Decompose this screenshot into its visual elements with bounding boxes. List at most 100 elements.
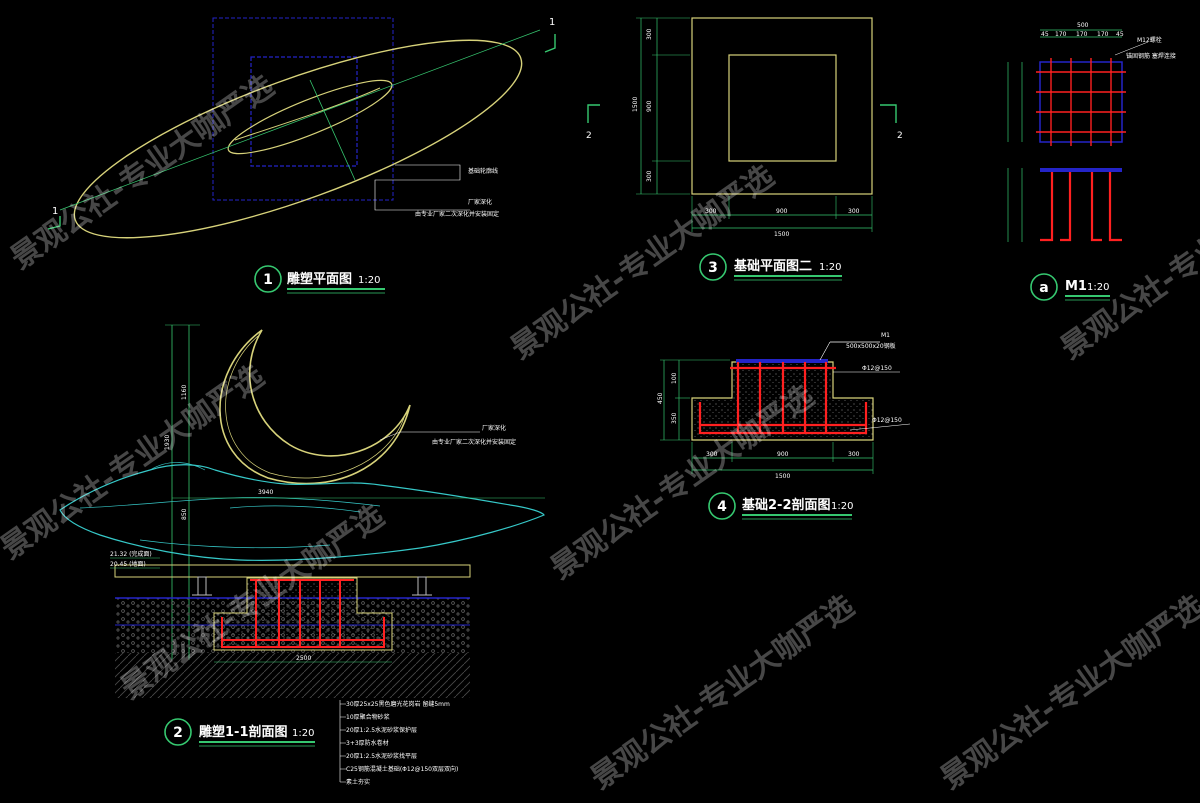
- dima-leader: [1114, 41, 1149, 56]
- section-rebars: [698, 362, 868, 435]
- drawing-2-number: 2: [173, 725, 183, 741]
- section-mark-2-right: [880, 104, 897, 123]
- dima-top: 500: [1077, 22, 1089, 29]
- crescent-moon: [219, 329, 411, 485]
- watermark-text: 景观公社-专业大咖严选: [5, 69, 281, 277]
- drawing-3-title: 基础平面图二: [733, 258, 812, 274]
- dim2-h3: 850: [181, 508, 188, 520]
- soil-layer: [115, 653, 470, 698]
- dim4-mid: 900: [777, 451, 789, 458]
- dim4-right: 300: [848, 451, 860, 458]
- d2-note-vendor: 厂家深化: [482, 424, 506, 432]
- watermark-text: 景观公社-专业大咖严选: [935, 589, 1200, 797]
- dim3-b-right: 300: [848, 208, 860, 215]
- cloud-detail-1: [79, 497, 381, 509]
- drawing-2-number-circle: [164, 718, 192, 746]
- elev-1: 21.32 (完成面): [110, 550, 152, 558]
- dim2-base: 2500: [296, 655, 311, 662]
- d4-leader-3: [849, 423, 911, 431]
- d2-note-install: 由专业厂家二次深化并安装固定: [432, 438, 516, 446]
- section-mark-2-label-r: 2: [897, 131, 903, 141]
- d4-note-rebar-2: Φ12@150: [872, 417, 902, 424]
- plan-note-vendor: 厂家深化: [468, 198, 492, 206]
- drawing-1-scale: 1:20: [358, 275, 380, 286]
- plan-inner-square: [250, 56, 358, 167]
- watermark-text: 景观公社-专业大咖严选: [0, 359, 271, 567]
- dim3-v-bot: 300: [646, 170, 653, 182]
- layer-note: 素土夯实: [346, 778, 370, 786]
- drawing-a-scale: 1:20: [1087, 282, 1109, 293]
- cloud-detail-4: [139, 539, 331, 549]
- drawing-1-number: 1: [263, 272, 273, 288]
- drawing-1-title: 雕塑平面图: [287, 271, 352, 287]
- dim2-width: 3940: [258, 489, 273, 496]
- drawing-4-scale: 1:20: [831, 501, 853, 512]
- dim3-v-mid: 900: [646, 100, 653, 112]
- layer-note: 30厚25x25黑色磨光花岗岩 留缝5mm: [346, 700, 450, 708]
- dim4-h3: 450: [657, 392, 664, 404]
- dim4-h2: 350: [671, 412, 678, 424]
- layer-note: 10厚聚合物砂浆: [346, 713, 390, 721]
- drawing-a-number-circle: [1030, 273, 1058, 301]
- foundation-inner: [728, 54, 837, 162]
- dim4-h1: 100: [671, 372, 678, 384]
- plan-leader: [374, 164, 470, 211]
- drawing-a-title: M1: [1065, 279, 1087, 294]
- cloud-detail-3: [229, 505, 361, 513]
- section-mark-1-left: [47, 216, 61, 230]
- section-mark-1-label-l: 1: [52, 206, 58, 217]
- da-note-bolt: M12螺栓: [1137, 36, 1162, 44]
- drawing-2-sculpture-section: 1160 1930 850 3940 厂家深化 由专业厂家二次深化并安装固定: [59, 324, 545, 786]
- drawing-4-foundation-section: 100 350 450 300 900 300 1500 M1 500x500x…: [657, 332, 911, 520]
- drawing-2-title: 雕塑1-1剖面图: [199, 724, 288, 740]
- crescent-moon-inner: [225, 335, 406, 479]
- plan-outer-ellipse: [73, 39, 523, 239]
- drawing-3-number: 3: [708, 260, 718, 276]
- drawing-4-number: 4: [717, 499, 727, 515]
- paving-posts: [192, 576, 432, 596]
- section-mark-2-label-l: 2: [586, 131, 592, 141]
- drawing-a-number: a: [1039, 280, 1048, 296]
- dim3-b-total: 1500: [774, 231, 789, 238]
- plan-dim-line: [309, 79, 356, 181]
- drawing-4-number-circle: [708, 492, 736, 520]
- foundation-outer: [691, 17, 873, 195]
- section-line-1: [59, 29, 541, 211]
- dim3-v-total: 1500: [632, 97, 639, 112]
- dim2-h2: 1930: [164, 435, 171, 450]
- watermark-text: 景观公社-专业大咖严选: [545, 379, 821, 587]
- plate-side-top: [1040, 168, 1122, 172]
- drawing-1-plan: 1 1 基础轮廓线 厂家深化 由专业厂家二次深化并安装固定 1 雕塑平面图 1:…: [47, 17, 556, 294]
- da-note-anchor: 锚固钢筋 塞焊连接: [1126, 52, 1176, 60]
- plate-bolt-grid: [1036, 58, 1126, 146]
- dim2-h1: 1160: [181, 385, 188, 400]
- plan-inner-ellipse: [227, 79, 393, 155]
- layer-note: 3+3厚防水卷材: [346, 739, 389, 747]
- dima-seg5: 45: [1116, 31, 1124, 38]
- drawing-3-number-circle: [699, 253, 727, 281]
- dim3-v-top: 300: [646, 28, 653, 40]
- drawing-3-scale: 1:20: [819, 262, 841, 273]
- dim3-b-left: 300: [705, 208, 717, 215]
- drawing-1-number-circle: [254, 265, 282, 293]
- d2-leader-2: [379, 431, 401, 441]
- drawing-2-scale: 1:20: [292, 728, 314, 739]
- drawing-a-embedded-plate: 500 45 170 170 170 45 M12螺栓 锚固钢筋 塞焊连接: [1007, 22, 1176, 301]
- watermark-text: 景观公社-专业大咖严选: [585, 589, 861, 797]
- plan-note-install: 由专业厂家二次深化并安装固定: [415, 210, 499, 218]
- drawing-3-foundation-plan: 300 900 300 1500 300 900 300 1500 2 2 3 …: [586, 17, 903, 281]
- section-mark-1-right: [544, 34, 556, 53]
- d4-note-rebar-1: Φ12@150: [862, 365, 892, 372]
- plate-outline: [1039, 61, 1123, 143]
- cloud-detail-2: [149, 462, 206, 471]
- d4-note-m1: M1: [881, 332, 890, 339]
- drawing-4-title: 基础2-2剖面图: [741, 497, 831, 513]
- dim3-b-mid: 900: [776, 208, 788, 215]
- dima-seg1: 45: [1041, 31, 1049, 38]
- dim4-left: 300: [706, 451, 718, 458]
- section-top-plate: [736, 359, 828, 363]
- dima-seg3: 170: [1076, 31, 1088, 38]
- d4-note-plate: 500x500x20钢板: [846, 342, 896, 350]
- layer-note: C25钢筋混凝土基础(Φ12@150双层双向): [346, 765, 458, 773]
